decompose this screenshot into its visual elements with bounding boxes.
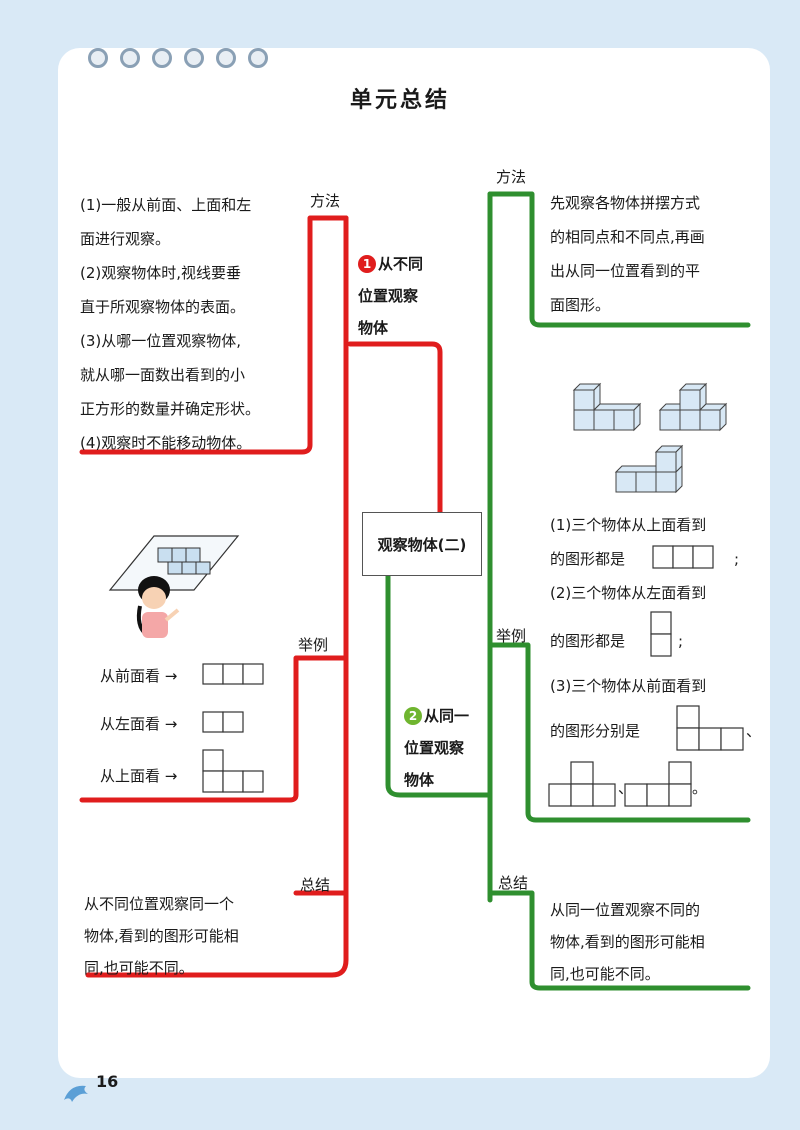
punct-2: ; [678,632,684,650]
right-method-label: 方法 [496,168,527,186]
front-view-answer-3 [624,761,692,807]
front-view-answer-1 [676,705,744,751]
right-example-line-1: (1)三个物体从上面看到 [550,516,707,534]
right-example-line-4: 的图形都是 [550,632,626,650]
left-view-grid [202,711,244,733]
left-method-label: 方法 [310,192,341,210]
binder-ring [88,48,108,68]
binder-ring [152,48,172,68]
girl-observing-illustration [108,535,240,638]
right-example-line-3: (2)三个物体从左面看到 [550,584,707,602]
badge-1: 1 [358,255,376,273]
binder-ring [248,48,268,68]
punct-1: ; [734,550,740,568]
right-example-line-5: (3)三个物体从前面看到 [550,677,707,695]
punct-5: 。 [692,779,708,797]
left-method-text: (1)一般从前面、上面和左 面进行观察。 (2)观察物体时,视线要垂 直于所观察… [80,196,261,452]
cube-objects-illustration [572,382,728,494]
left-example-left: 从左面看 → [100,715,178,733]
top-view-answer-grid [652,545,714,569]
right-summary-text: 从同一位置观察不同的 物体,看到的图形可能相 同,也可能不同。 [550,901,705,983]
right-method-text: 先观察各物体拼摆方式 的相同点和不同点,再画 出从同一位置看到的平 面图形。 [550,194,705,314]
dolphin-icon [64,1085,88,1102]
front-view-grid [202,663,264,685]
left-example-top: 从上面看 → [100,767,178,785]
right-summary-label: 总结 [498,874,529,892]
right-example-line-6: 的图形分别是 [550,722,641,740]
right-example-line-2: 的图形都是 [550,550,626,568]
front-view-answer-2 [548,761,616,807]
center-topic: 观察物体(二) [362,512,482,576]
left-branch-lines [79,215,443,978]
page-number: 16 [96,1072,119,1091]
left-example-label: 举例 [298,636,329,654]
right-branch-lines [385,191,751,991]
punct-3: 、 [746,722,762,740]
binder-ring [120,48,140,68]
left-view-answer-grid [650,611,672,657]
right-example-label: 举例 [496,627,527,645]
binder-ring [216,48,236,68]
binder-ring [184,48,204,68]
left-example-front: 从前面看 → [100,667,178,685]
left-summary-text: 从不同位置观察同一个 物体,看到的图形可能相 同,也可能不同。 [84,895,239,977]
top-view-grid [202,749,264,793]
left-summary-label: 总结 [300,876,331,894]
badge-2: 2 [404,707,422,725]
page-title: 单元总结 [349,88,450,113]
